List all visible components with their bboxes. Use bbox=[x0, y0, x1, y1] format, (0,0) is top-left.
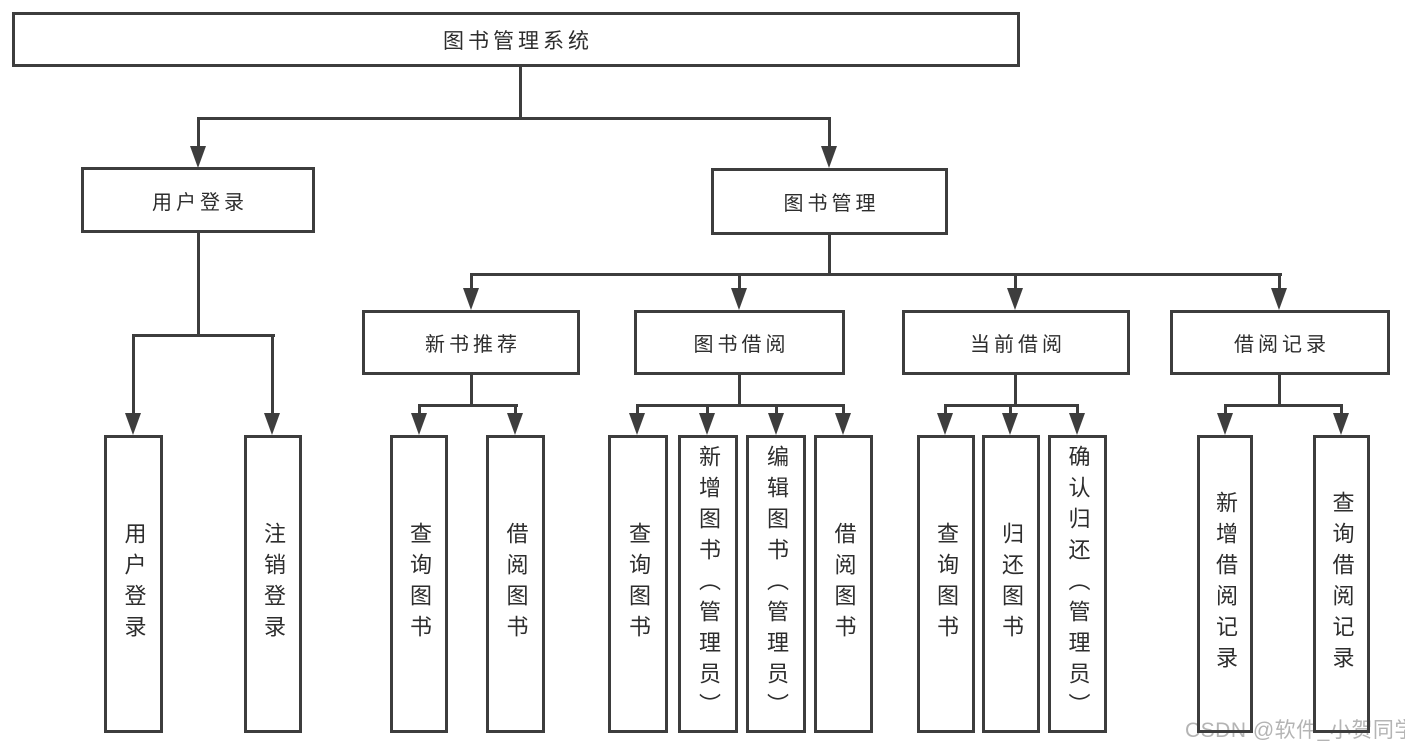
edge-hline bbox=[1224, 404, 1343, 407]
leaf-label: 借阅图书 bbox=[831, 522, 857, 646]
edge-vline bbox=[738, 375, 741, 407]
edge-vline bbox=[197, 233, 200, 337]
edge-arrowhead bbox=[264, 413, 280, 435]
node-current-borrowing: 当前借阅 bbox=[902, 310, 1130, 375]
leaf-cb-return-books: 归还图书 bbox=[982, 435, 1040, 733]
edge-vline bbox=[738, 273, 741, 293]
edge-arrowhead bbox=[699, 413, 715, 435]
edge-arrowhead bbox=[1217, 413, 1233, 435]
edge-vline bbox=[132, 334, 135, 416]
edge-vline bbox=[1278, 375, 1281, 407]
edge-arrowhead bbox=[1007, 288, 1023, 310]
node-new-book-recommendation: 新书推荐 bbox=[362, 310, 580, 375]
edge-hline bbox=[132, 334, 275, 337]
edge-arrowhead bbox=[731, 288, 747, 310]
edge-arrowhead bbox=[1069, 413, 1085, 435]
node-book-management: 图书管理 bbox=[711, 168, 948, 235]
edge-vline bbox=[828, 117, 831, 150]
leaf-user-login: 用户登录 bbox=[104, 435, 163, 733]
edge-vline bbox=[1009, 404, 1012, 418]
edge-hline bbox=[470, 273, 1282, 276]
edge-arrowhead bbox=[1333, 413, 1349, 435]
leaf-label: 新增图书（管理员） bbox=[696, 444, 721, 724]
leaf-label: 用户登录 bbox=[121, 522, 147, 646]
node-book-borrowing: 图书借阅 bbox=[634, 310, 845, 375]
node-library-management-system: 图书管理系统 bbox=[12, 12, 1020, 67]
leaf-bb-borrow-books: 借阅图书 bbox=[814, 435, 873, 733]
edge-vline bbox=[636, 404, 639, 418]
edge-vline bbox=[470, 273, 473, 293]
leaf-cb-query-books: 查询图书 bbox=[917, 435, 975, 733]
edge-arrowhead bbox=[1271, 288, 1287, 310]
leaf-label: 确认归还（管理员） bbox=[1065, 444, 1091, 724]
edge-vline bbox=[1076, 404, 1079, 418]
edge-vline bbox=[519, 67, 522, 119]
leaf-bb-add-book-admin: 新增图书（管理员） bbox=[678, 435, 738, 733]
node-user-login: 用户登录 bbox=[81, 167, 315, 233]
leaf-label: 查询借阅记录 bbox=[1329, 491, 1355, 677]
edge-arrowhead bbox=[125, 413, 141, 435]
leaf-label: 查询图书 bbox=[934, 522, 959, 646]
edge-vline bbox=[514, 404, 517, 418]
leaf-label: 查询图书 bbox=[626, 522, 651, 646]
edge-arrowhead bbox=[1002, 413, 1018, 435]
leaf-nbr-query-books: 查询图书 bbox=[390, 435, 448, 733]
edge-arrowhead bbox=[507, 413, 523, 435]
leaf-logout: 注销登录 bbox=[244, 435, 302, 733]
node-label: 用户登录 bbox=[152, 191, 248, 214]
edge-arrowhead bbox=[411, 413, 427, 435]
edge-arrowhead bbox=[463, 288, 479, 310]
leaf-label: 归还图书 bbox=[999, 522, 1024, 646]
leaf-nbr-borrow-books: 借阅图书 bbox=[486, 435, 545, 733]
node-label: 图书管理系统 bbox=[443, 29, 593, 53]
edge-arrowhead bbox=[821, 146, 837, 168]
leaf-label: 编辑图书（管理员） bbox=[764, 444, 789, 724]
edge-hline bbox=[197, 117, 831, 120]
leaf-bb-query-books: 查询图书 bbox=[608, 435, 668, 733]
watermark-csdn: CSDN @软件_小贺同学 bbox=[1185, 719, 1405, 742]
node-label: 新书推荐 bbox=[425, 334, 521, 356]
edge-vline bbox=[706, 404, 709, 418]
edge-arrowhead bbox=[768, 413, 784, 435]
edge-vline bbox=[470, 375, 473, 407]
edge-vline bbox=[944, 404, 947, 418]
edge-hline bbox=[636, 404, 845, 407]
edge-vline bbox=[775, 404, 778, 418]
leaf-cb-confirm-return-admin: 确认归还（管理员） bbox=[1048, 435, 1107, 733]
edge-vline bbox=[1278, 273, 1281, 293]
edge-vline bbox=[418, 404, 421, 418]
leaf-br-query-borrow-record: 查询借阅记录 bbox=[1313, 435, 1370, 733]
edge-vline bbox=[197, 117, 200, 150]
edge-vline bbox=[271, 334, 274, 416]
node-label: 借阅记录 bbox=[1234, 334, 1330, 356]
edge-arrowhead bbox=[937, 413, 953, 435]
edge-vline bbox=[842, 404, 845, 418]
leaf-label: 查询图书 bbox=[407, 522, 432, 646]
edge-vline bbox=[1340, 404, 1343, 418]
edge-hline bbox=[418, 404, 518, 407]
edge-vline bbox=[1014, 273, 1017, 293]
edge-vline bbox=[828, 235, 831, 276]
edge-vline bbox=[1014, 375, 1017, 407]
node-label: 图书借阅 bbox=[693, 334, 790, 356]
node-borrowing-records: 借阅记录 bbox=[1170, 310, 1390, 375]
node-label: 当前借阅 bbox=[970, 334, 1066, 356]
leaf-br-add-borrow-record: 新增借阅记录 bbox=[1197, 435, 1253, 733]
edge-arrowhead bbox=[835, 413, 851, 435]
leaf-bb-edit-book-admin: 编辑图书（管理员） bbox=[746, 435, 806, 733]
leaf-label: 注销登录 bbox=[261, 522, 286, 646]
leaf-label: 新增借阅记录 bbox=[1213, 491, 1238, 677]
edge-arrowhead bbox=[190, 146, 206, 168]
leaf-label: 借阅图书 bbox=[503, 522, 529, 646]
node-label: 图书管理 bbox=[783, 193, 880, 215]
edge-arrowhead bbox=[629, 413, 645, 435]
edge-vline bbox=[1224, 404, 1227, 418]
